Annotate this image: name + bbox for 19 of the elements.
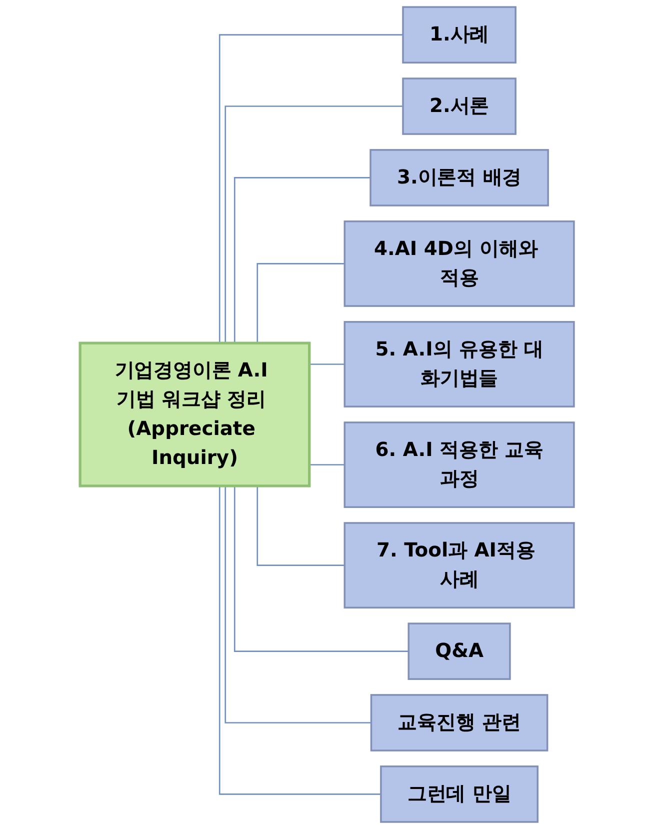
node-box: 6. A.I 적용한 교육과정 — [343, 422, 574, 508]
connector — [218, 34, 402, 344]
connector — [218, 486, 380, 795]
connector — [256, 486, 344, 566]
connector — [233, 177, 370, 344]
node-box: 그런데 만일 — [380, 766, 538, 823]
node-box: 교육진행 관련 — [370, 694, 548, 752]
connector — [256, 263, 344, 344]
connector — [224, 106, 402, 344]
node-box: Q&A — [407, 622, 510, 680]
connector — [233, 486, 408, 652]
node-box: 7. Tool과 AI적용 사례 — [343, 522, 574, 609]
node-box: 5. A.I의 유용한 대화기법들 — [343, 321, 574, 408]
node-box: 기업경영이론 A.I 기법 워크샵 정리 (Appreciate Inquiry) — [78, 342, 310, 488]
node-box: 2.서론 — [402, 78, 516, 135]
connector — [224, 486, 371, 724]
node-box: 1.사례 — [402, 6, 516, 64]
node-box: 3.이론적 배경 — [369, 149, 548, 206]
node-box: 4.AI 4D의 이해와 적용 — [343, 220, 574, 307]
